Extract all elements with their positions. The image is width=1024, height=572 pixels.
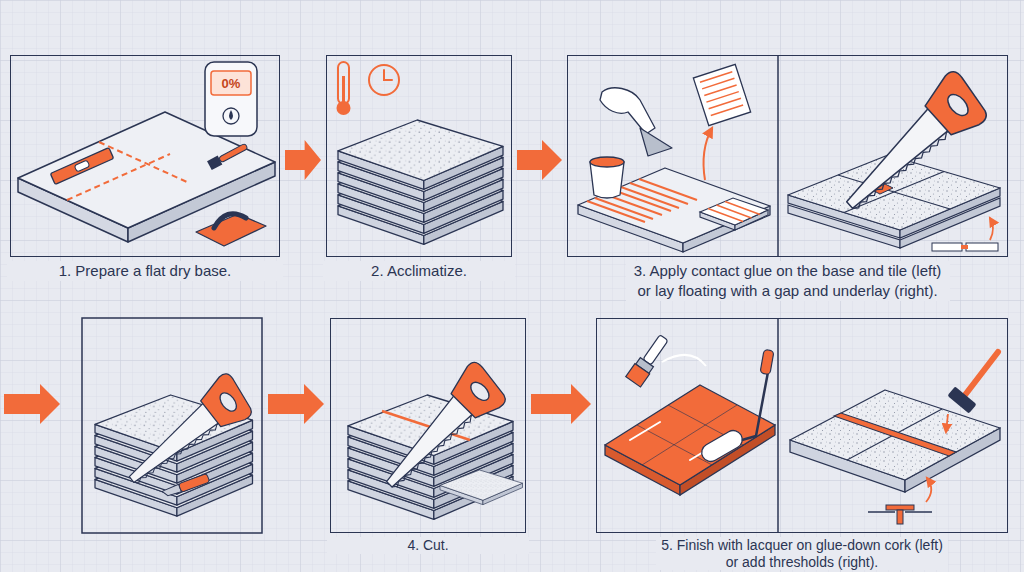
click-profile [966,243,998,251]
panel-divider [777,318,779,533]
pointer-arrow [990,218,993,240]
motion-arrow [662,355,706,366]
pointer-arrow [926,478,931,502]
glue-stripes [587,201,645,222]
clock-icon [369,65,399,95]
marking-line [99,142,187,182]
gloved-hand [600,88,655,134]
pointer-arrow [946,414,948,432]
glued-tile [725,202,760,215]
paint-brush [207,156,222,170]
flow-arrow [268,384,324,424]
glued-tile [717,205,752,218]
motion-arrow [704,128,712,180]
tile-stack [338,120,503,189]
paint-brush [219,143,248,162]
click-profile [932,243,998,251]
step-caption: 2. Acclimatize. [323,261,515,281]
step-caption: 1. Prepare a flat dry base. [7,261,283,281]
step-caption: 5. Finish with lacquer on glue-down cork… [656,537,948,570]
paint-roller [760,349,774,374]
t-profile [886,505,914,510]
threshold-strip [834,413,956,456]
moisture-meter [205,62,257,136]
step-panel: 4. Cut. [330,318,526,533]
step-panel: 3. Apply contact glue on the base and ti… [567,55,1008,257]
float-trowel [196,214,266,246]
paint-roller [742,372,768,440]
t-profile [905,511,932,513]
moisture-meter [205,62,257,136]
moisture-meter [229,110,233,120]
click-profile [932,243,962,251]
step-panel: 2. Acclimatize. [326,55,512,257]
flow-arrow [4,384,60,424]
hammer [965,352,998,395]
flying-tile [693,64,750,125]
float-trowel [196,214,266,246]
utility-knife [162,474,210,499]
paint-roller [698,349,774,464]
background-illustration [828,68,993,225]
step-panel: 5. Finish with lacquer on glue-down cork… [596,318,1008,533]
thermometer [337,62,351,115]
flow-arrow [531,384,591,424]
glue-stripes [613,190,671,211]
t-profile [868,511,895,513]
hammer [947,352,998,414]
glue-stripes [639,179,697,200]
flow-arrow [517,140,562,180]
step-caption: 4. Cut. [327,537,529,554]
flying-tile [693,64,750,125]
lacquered-floor [605,385,775,485]
flying-tile [700,72,743,116]
clock-icon [369,65,399,95]
thermometer [338,62,349,104]
meter-reading: 0% [211,71,251,95]
spirit-level [50,148,113,185]
gloved-hand [640,128,672,156]
flow-arrow [285,140,321,180]
glued-tile [700,198,768,225]
step-caption: 3. Apply contact glue on the base and ti… [626,261,950,301]
float-trowel [214,214,246,228]
lacquered-floor [630,422,660,440]
panel-divider [777,55,779,257]
lacquered-floor [605,385,775,495]
utility-knife [178,474,209,493]
t-profile [868,505,932,524]
paint-roller [698,427,745,465]
background-illustration [115,371,257,498]
paint-brush [207,142,249,171]
spirit-level [74,160,90,172]
step-panel [82,318,262,533]
hammer [947,386,976,413]
hammer [947,386,976,413]
flying-tile [711,105,743,116]
moisture-meter [223,108,239,124]
background-illustration [369,359,511,501]
tile-stack [338,120,503,244]
paint-roller [698,427,745,465]
glue-bucket [590,157,624,167]
t-profile [897,510,903,524]
glue-bucket [590,157,624,198]
thermometer [342,76,345,104]
background-illustration [440,470,523,505]
glued-tile [708,209,743,222]
glued-tile [700,198,768,230]
gloved-hand [600,88,672,156]
utility-knife [162,484,182,498]
click-profile [961,245,968,249]
paint-brush [626,364,650,387]
moisture-meter [211,71,251,95]
clock-icon [384,70,392,80]
spirit-level [50,148,113,185]
